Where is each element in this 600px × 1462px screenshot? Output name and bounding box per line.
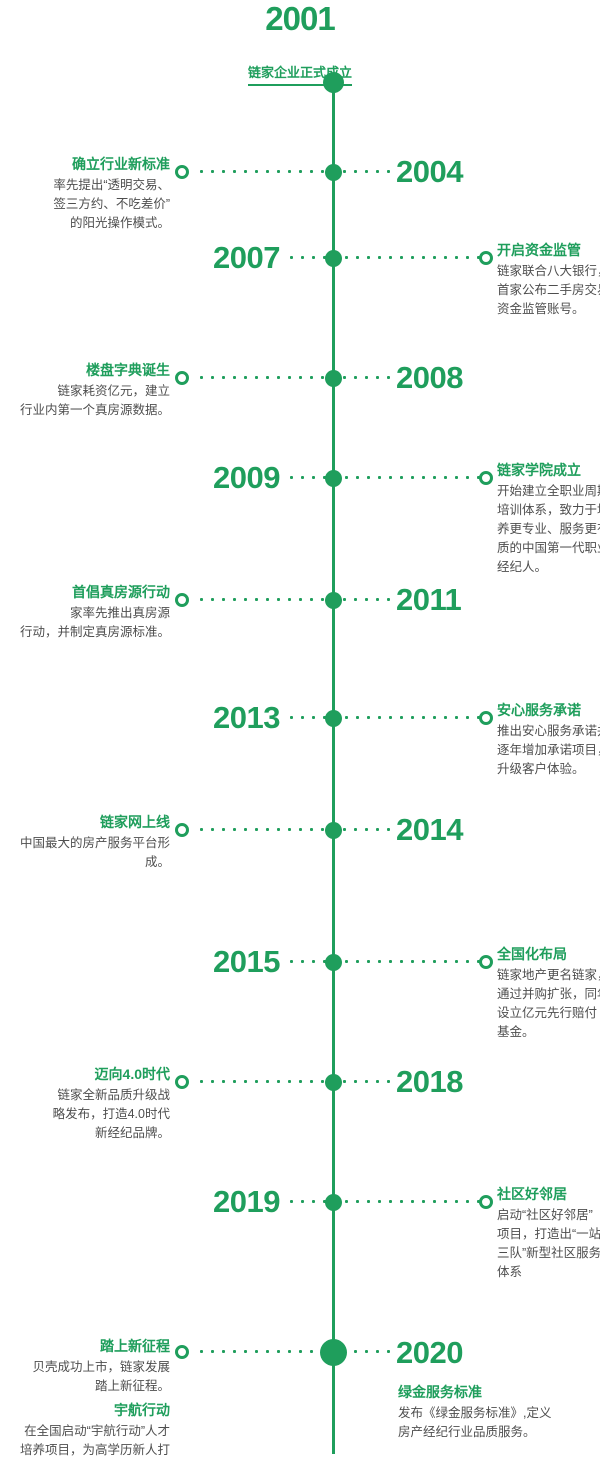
event-title: 确立行业新标准 <box>72 156 170 172</box>
hollow-ring-icon <box>479 251 493 265</box>
event-title: 楼盘字典诞生 <box>86 362 170 378</box>
event-year: 2015 <box>213 944 280 979</box>
event-year: 2020 <box>396 1335 463 1370</box>
hollow-ring-icon <box>175 165 189 179</box>
dotted-connector <box>196 828 392 831</box>
event-body: 发布《绿金服务标准》,定义 房产经纪行业品质服务。 <box>398 1406 552 1439</box>
event-text: 社区好邻居 启动“社区好邻居” 项目，打造出“一站 三队”新型社区服务 体系 <box>497 1186 600 1282</box>
hollow-ring-icon <box>175 1345 189 1359</box>
event-text: 安心服务承诺 推出安心服务承诺并 逐年增加承诺项目， 升级客户体验。 <box>497 702 600 779</box>
timeline-node-icon <box>325 1194 342 1211</box>
hollow-ring-icon <box>175 371 189 385</box>
event-text: 全国化布局 链家地产更名链家， 通过并购扩张，同年 设立亿元先行赔付 基金。 <box>497 946 600 1042</box>
timeline-node-icon <box>325 592 342 609</box>
dotted-connector <box>286 1200 480 1203</box>
event-text: 楼盘字典诞生 链家耗资亿元，建立 行业内第一个真房源数据。 <box>0 362 170 420</box>
event-title: 开启资金监管 <box>497 242 581 258</box>
event-year: 2009 <box>213 460 280 495</box>
timeline-node-icon <box>325 1074 342 1091</box>
event-body: 链家联合八大银行， 首家公布二手房交易 资金监管账号。 <box>497 264 600 316</box>
event-body: 家率先推出真房源 行动，并制定真房源标准。 <box>19 606 170 639</box>
timeline-node-icon <box>325 370 342 387</box>
event-body: 率先提出“透明交易、 签三方约、不吃差价” 的阳光操作模式。 <box>53 178 170 230</box>
event-year: 2008 <box>396 360 463 395</box>
dotted-connector <box>286 256 480 259</box>
header-year: 2001 <box>265 0 335 37</box>
timeline-node-icon <box>325 470 342 487</box>
event-body: 中国最大的房产服务平台形成。 <box>19 836 170 869</box>
dotted-connector <box>196 376 392 379</box>
dotted-connector <box>286 716 480 719</box>
dotted-connector <box>196 1350 392 1353</box>
event-year: 2014 <box>396 812 463 847</box>
event-text-left-secondary: 宇航行动 在全国启动“宇航行动”人才 培养项目，为高学历新人打 造快速提升通道。 <box>0 1402 170 1462</box>
dotted-connector <box>196 1080 392 1083</box>
timeline-end-node-icon <box>320 1339 347 1366</box>
hollow-ring-icon <box>479 471 493 485</box>
event-title: 链家网上线 <box>100 814 170 830</box>
event-title: 绿金服务标准 <box>398 1384 482 1400</box>
event-body: 链家地产更名链家， 通过并购扩张，同年 设立亿元先行赔付 基金。 <box>497 968 600 1039</box>
event-year: 2007 <box>213 240 280 275</box>
event-body: 启动“社区好邻居” 项目，打造出“一站 三队”新型社区服务 体系 <box>497 1208 600 1279</box>
event-text: 迈向4.0时代 链家全新品质升级战 略发布，打造4.0时代 新经纪品牌。 <box>0 1066 170 1143</box>
event-title: 首倡真房源行动 <box>72 584 170 600</box>
event-text: 链家学院成立 开始建立全职业周期 培训体系，致力于培 养更专业、服务更有品 质的… <box>497 462 600 577</box>
timeline-node-icon <box>325 954 342 971</box>
event-body: 链家全新品质升级战 略发布，打造4.0时代 新经纪品牌。 <box>52 1088 170 1140</box>
timeline-node-icon <box>325 822 342 839</box>
event-title: 迈向4.0时代 <box>94 1066 170 1082</box>
event-body: 开始建立全职业周期 培训体系，致力于培 养更专业、服务更有品 质的中国第一代职业… <box>497 484 600 574</box>
timeline-node-icon <box>325 710 342 727</box>
dotted-connector <box>196 598 392 601</box>
event-body: 贝壳成功上市，链家发展 踏上新征程。 <box>32 1360 170 1393</box>
timeline-header: 2001 链家企业正式成立 <box>0 0 600 86</box>
event-text: 开启资金监管 链家联合八大银行， 首家公布二手房交易 资金监管账号。 <box>497 242 600 319</box>
event-year: 2013 <box>213 700 280 735</box>
event-text-right: 绿金服务标准 发布《绿金服务标准》,定义 房产经纪行业品质服务。 <box>398 1384 578 1442</box>
event-year: 2011 <box>396 582 462 617</box>
event-year: 2019 <box>213 1184 280 1219</box>
event-text-left: 踏上新征程 贝壳成功上市，链家发展 踏上新征程。 <box>0 1338 170 1396</box>
hollow-ring-icon <box>175 823 189 837</box>
event-title: 全国化布局 <box>497 946 567 962</box>
dotted-connector <box>286 476 480 479</box>
timeline-node-icon <box>325 250 342 267</box>
event-body: 链家耗资亿元，建立 行业内第一个真房源数据。 <box>19 384 170 417</box>
hollow-ring-icon <box>175 1075 189 1089</box>
event-title: 社区好邻居 <box>497 1186 567 1202</box>
event-title: 踏上新征程 <box>100 1338 170 1354</box>
event-body: 推出安心服务承诺并 逐年增加承诺项目， 升级客户体验。 <box>497 724 600 776</box>
hollow-ring-icon <box>479 711 493 725</box>
hollow-ring-icon <box>479 1195 493 1209</box>
event-body: 在全国启动“宇航行动”人才 培养项目，为高学历新人打 造快速提升通道。 <box>19 1424 170 1457</box>
hollow-ring-icon <box>175 593 189 607</box>
dotted-connector <box>196 170 392 173</box>
event-year: 2018 <box>396 1064 463 1099</box>
event-title: 安心服务承诺 <box>497 702 581 718</box>
hollow-ring-icon <box>479 955 493 969</box>
dotted-connector <box>286 960 480 963</box>
event-title: 链家学院成立 <box>497 462 581 478</box>
timeline-node-icon <box>325 164 342 181</box>
event-text: 首倡真房源行动 家率先推出真房源 行动，并制定真房源标准。 <box>0 584 170 642</box>
timeline-start-node-icon <box>323 72 344 93</box>
event-text: 链家网上线 中国最大的房产服务平台形成。 <box>0 814 170 872</box>
timeline-axis-line <box>332 82 335 1454</box>
event-title: 宇航行动 <box>114 1402 170 1418</box>
event-year: 2004 <box>396 154 463 189</box>
event-text: 确立行业新标准 率先提出“透明交易、 签三方约、不吃差价” 的阳光操作模式。 <box>0 156 170 233</box>
